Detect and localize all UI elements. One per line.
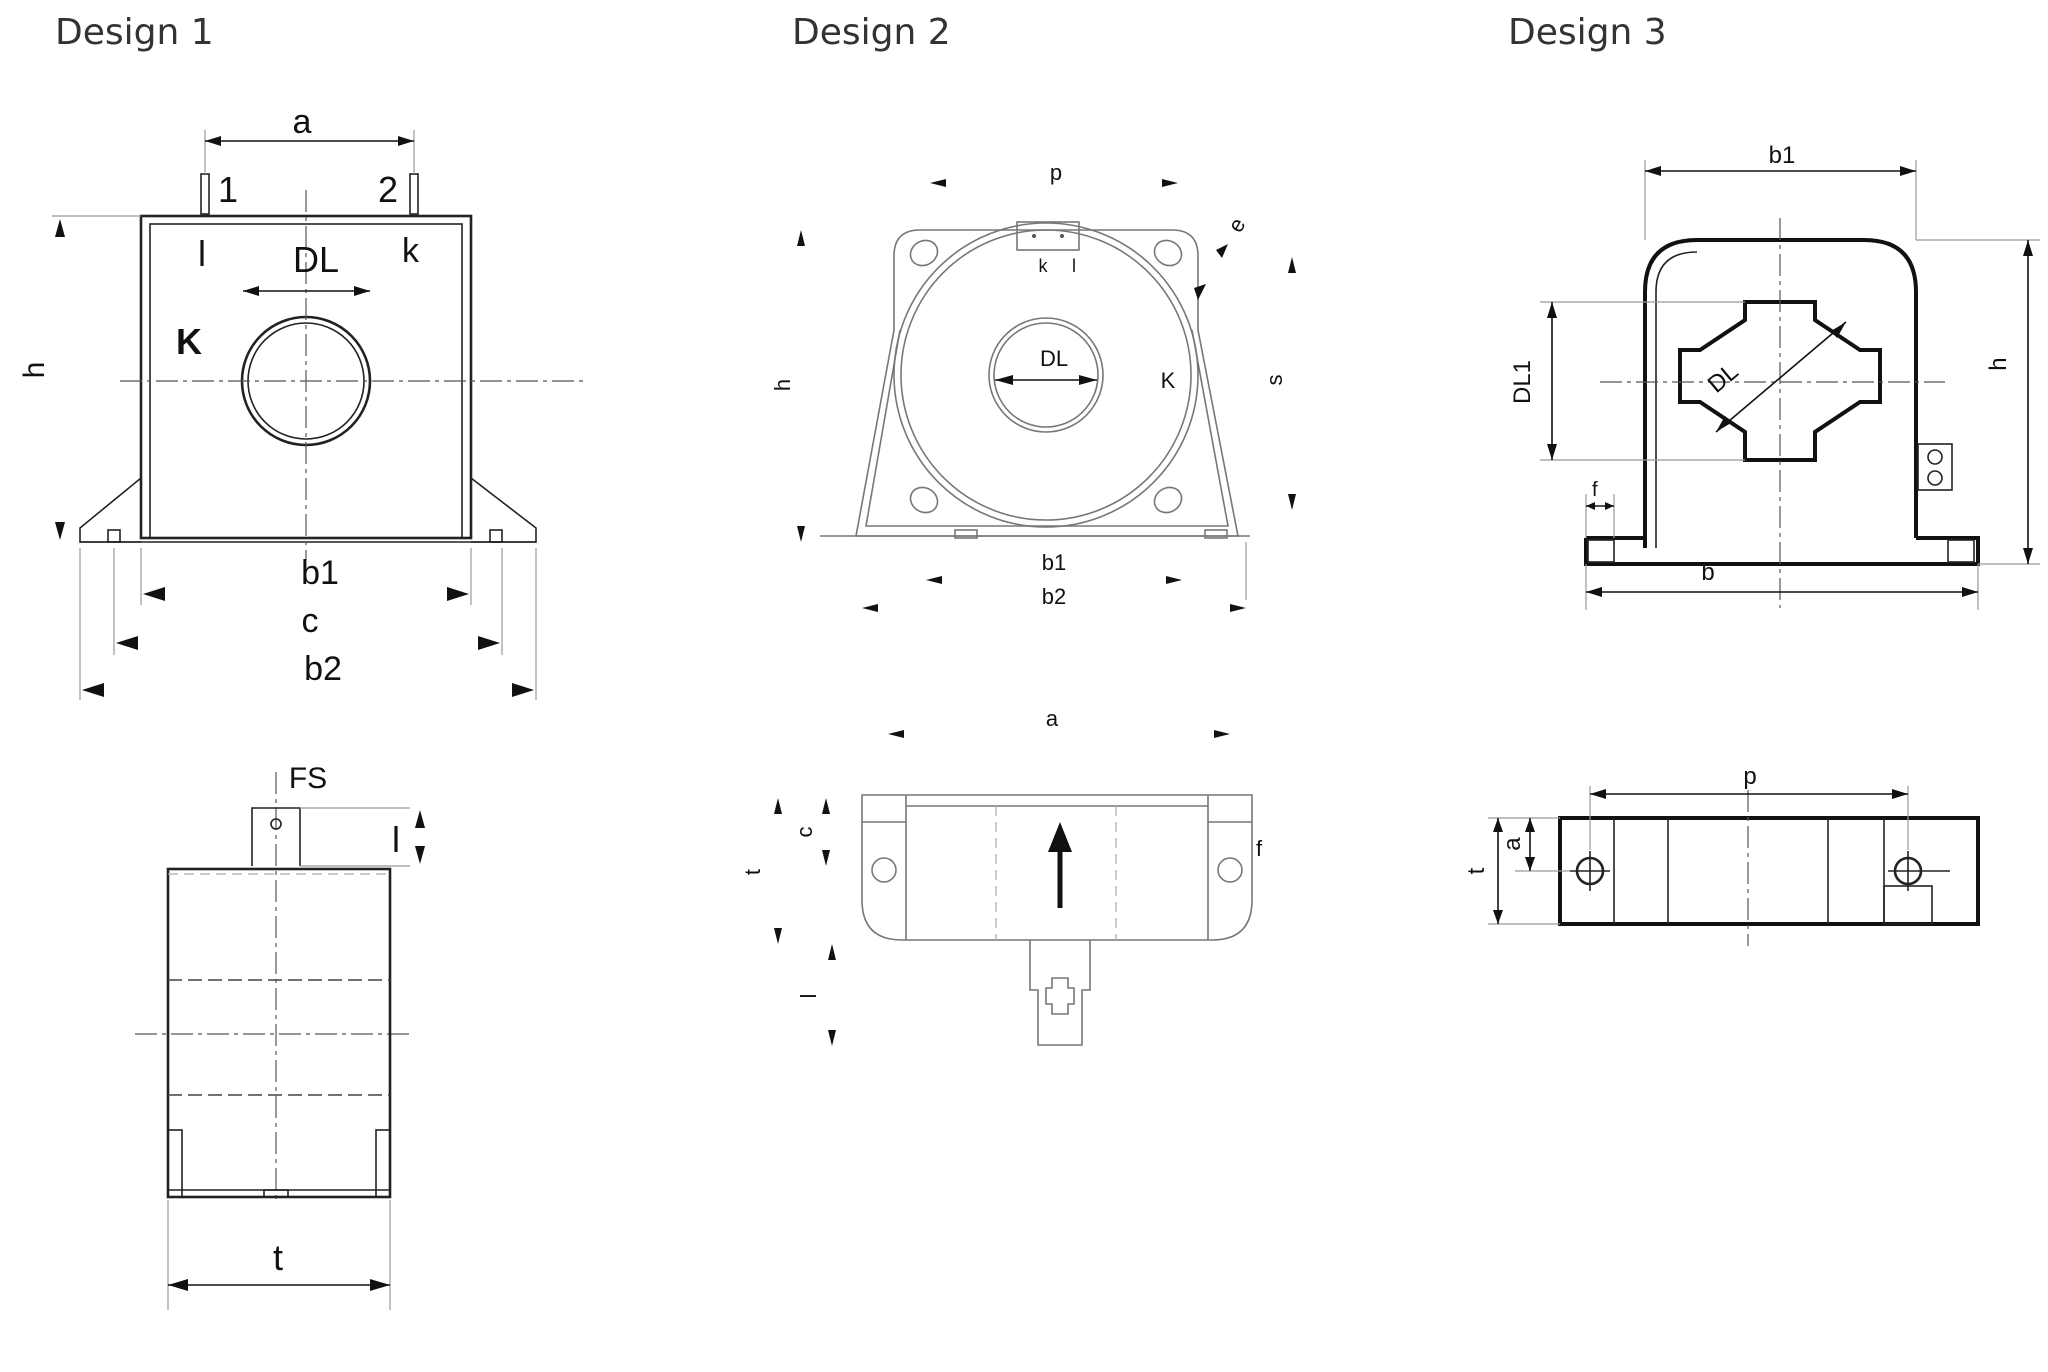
label-side-l: l	[392, 819, 400, 860]
label-b1: b1	[301, 554, 339, 592]
label-K: K	[176, 321, 202, 362]
design-1-front-view: a 1 2 l k DL K h b1 c b2	[18, 103, 585, 700]
toroid-body	[893, 222, 1199, 528]
label-s: s	[1262, 375, 1287, 386]
u-shaped-body	[1643, 238, 1918, 548]
fs-terminal-tab	[251, 807, 301, 866]
design-2-front-view: p e h s k l DL K b1 b2	[770, 160, 1296, 612]
mount-hole-tl	[909, 239, 939, 267]
label-K: K	[1161, 368, 1176, 393]
label-b: b	[1701, 559, 1714, 586]
label-side-c: c	[792, 827, 817, 838]
mount-hole-br	[1153, 486, 1183, 514]
cross-conductor-window	[1678, 300, 1882, 462]
mount-hole-tr	[1153, 239, 1183, 267]
connector-plug	[1029, 940, 1091, 1046]
label-dl: DL	[1040, 346, 1068, 371]
label-side-a: a	[1046, 706, 1059, 731]
label-side-p: p	[1743, 763, 1756, 790]
design-2-side-view: a t c f l	[740, 706, 1263, 1046]
label-c: c	[302, 602, 319, 640]
left-foot	[79, 477, 142, 543]
label-h: h	[770, 379, 795, 391]
side-left-foot	[167, 1129, 183, 1198]
side-hole-right	[1217, 857, 1243, 883]
label-dl1: DL1	[1509, 360, 1536, 404]
label-side-f: f	[1256, 836, 1263, 861]
label-side-t: t	[740, 869, 765, 875]
dimension-dl-line	[1715, 321, 1847, 433]
label-terminal-2: 2	[378, 169, 398, 210]
label-side-t: t	[273, 1237, 283, 1278]
label-a: a	[293, 103, 312, 141]
label-side-t: t	[1463, 867, 1490, 874]
label-l: l	[198, 233, 206, 274]
label-l: l	[1072, 256, 1076, 276]
label-b1: b1	[1769, 142, 1796, 169]
design-3-front-view: b1 h DL1 DL f b	[1509, 142, 2040, 610]
label-b2: b2	[1042, 584, 1066, 609]
label-h: h	[1985, 357, 2012, 370]
label-h: h	[18, 362, 51, 379]
terminal-block	[1917, 443, 1953, 491]
label-dl: DL	[293, 239, 339, 280]
terminal-block	[1016, 221, 1080, 251]
label-fs: FS	[289, 762, 327, 795]
label-k: k	[402, 232, 420, 270]
terminal-1	[200, 173, 210, 215]
label-p: p	[1050, 160, 1062, 185]
design-1-side-view: FS l t	[135, 762, 425, 1310]
label-terminal-1: 1	[218, 169, 238, 210]
label-side-l: l	[796, 994, 821, 999]
label-e: e	[1223, 213, 1251, 236]
side-right-foot	[375, 1129, 391, 1198]
left-mount-hole	[107, 529, 121, 543]
design-3-heading: Design 3	[1508, 12, 1667, 53]
design-3-side-view: p a t	[1463, 763, 1980, 946]
side-terminal-block	[1883, 885, 1933, 925]
label-b2: b2	[304, 650, 342, 688]
label-k: k	[1039, 256, 1049, 276]
label-side-a: a	[1499, 837, 1526, 851]
mount-hole-bl	[909, 486, 939, 514]
side-hole-left	[871, 857, 897, 883]
terminal-2	[409, 173, 419, 215]
side-body	[166, 867, 392, 1199]
conductor-window	[988, 317, 1104, 433]
label-dl: DL	[1703, 358, 1744, 398]
design-2-heading: Design 2	[792, 12, 951, 53]
label-f: f	[1592, 479, 1598, 501]
design-1-heading: Design 1	[55, 12, 214, 53]
side-body	[861, 794, 1253, 941]
right-mount-hole	[489, 529, 503, 543]
right-foot	[470, 477, 537, 543]
label-b1: b1	[1042, 550, 1066, 575]
